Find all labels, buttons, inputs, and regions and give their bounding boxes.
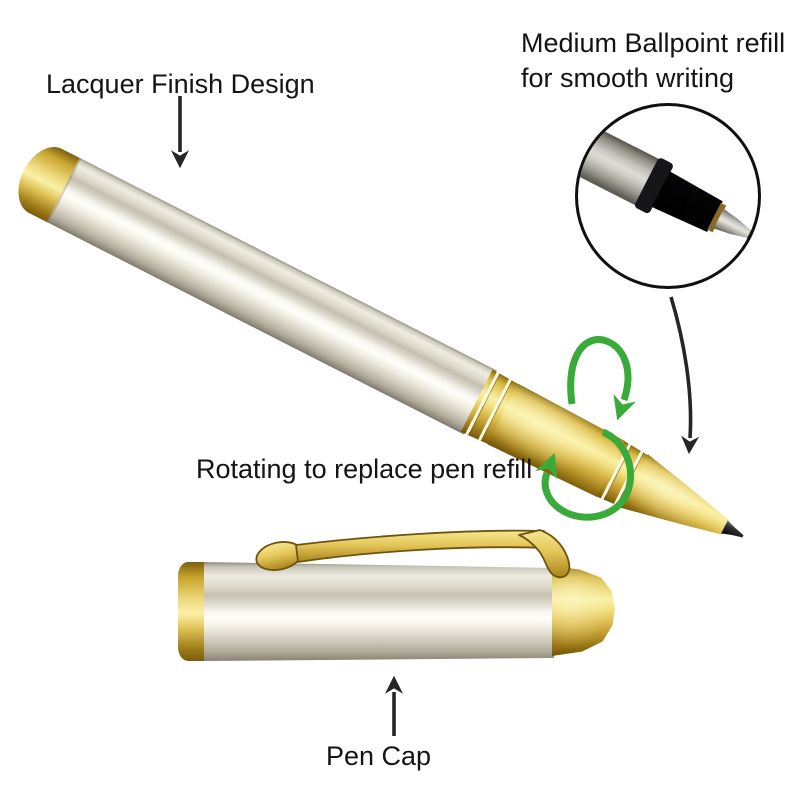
label-pen-cap: Pen Cap: [326, 741, 432, 771]
label-lacquer-finish: Lacquer Finish Design: [46, 69, 315, 99]
cap-nose-gold: [552, 566, 615, 656]
label-refill-line1: Medium Ballpoint refill: [521, 28, 786, 58]
pen-cap: [178, 562, 615, 661]
cap-body-lacquer: [204, 562, 554, 661]
pen-barrel-lacquer: [46, 157, 497, 435]
arrow-to-pen-tip: [669, 296, 700, 455]
refill-illustration: [578, 111, 761, 265]
cap-end-band-gold: [178, 562, 205, 661]
refill-magnifier-circle: [575, 103, 761, 289]
rotation-arrow-top: [567, 336, 637, 421]
label-refill: Medium Ballpoint refill for smooth writi…: [521, 26, 785, 96]
label-rotating: Rotating to replace pen refill: [196, 454, 533, 484]
label-refill-line2: for smooth writing: [521, 63, 735, 93]
